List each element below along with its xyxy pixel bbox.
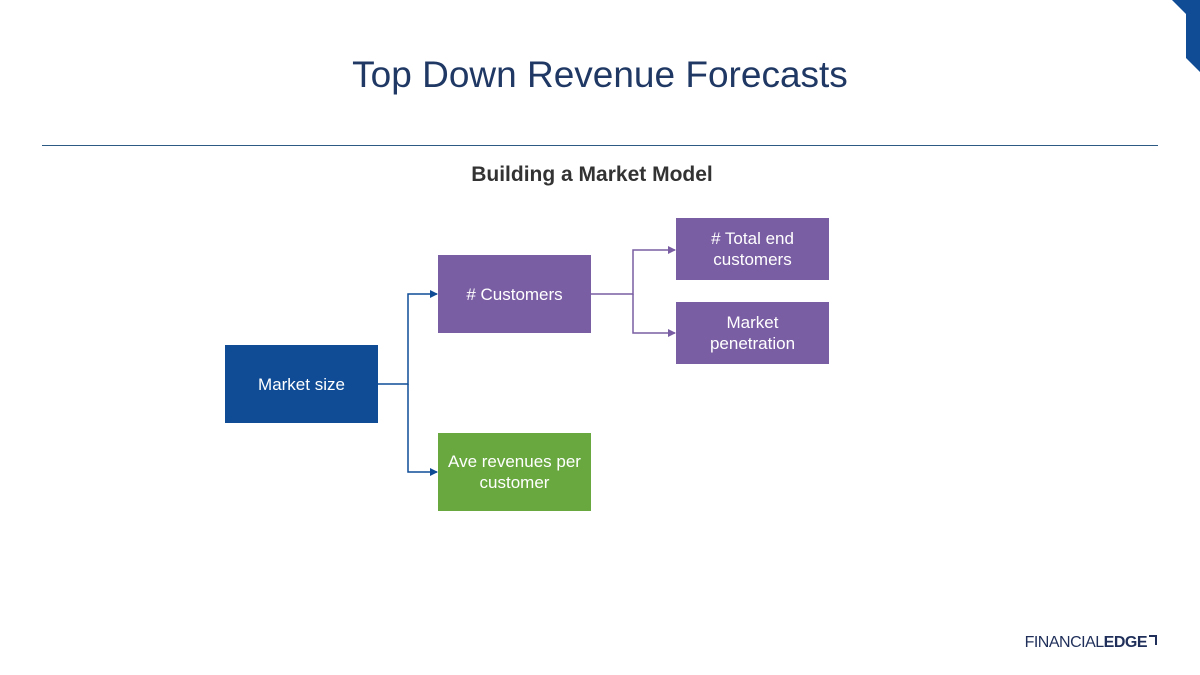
node-market-size-label: Market size: [258, 374, 345, 394]
node-ave-revenues-label: Ave revenues per customer: [448, 452, 581, 492]
node-market-penetration-label: Market penetration: [709, 313, 796, 353]
logo-bracket-icon: [1149, 635, 1157, 645]
divider: [42, 145, 1158, 146]
node-total-end-customers-label: # Total end customers: [711, 229, 794, 269]
diagram-subtitle: Building a Market Model: [471, 163, 713, 186]
connector-customers-to-penetration: [632, 294, 676, 337]
logo-text-light: FINANCIAL: [1024, 634, 1105, 651]
node-market-penetration: Market penetration: [676, 302, 829, 364]
corner-accent: [1172, 0, 1200, 72]
connector-market-size-to-customers: [378, 290, 438, 385]
node-customers: # Customers: [438, 255, 591, 333]
node-customers-label: # Customers: [466, 284, 563, 304]
node-total-end-customers: # Total end customers: [676, 218, 829, 280]
connector-market-size-to-revenues: [407, 384, 438, 476]
logo-text-bold: EDGE: [1103, 634, 1148, 651]
connector-customers-to-total-end: [591, 246, 676, 295]
node-ave-revenues: Ave revenues per customer: [438, 433, 591, 511]
node-market-size: Market size: [225, 345, 378, 423]
financial-edge-logo: FINANCIAL EDGE: [1025, 634, 1158, 652]
page-title: Top Down Revenue Forecasts: [352, 54, 848, 95]
